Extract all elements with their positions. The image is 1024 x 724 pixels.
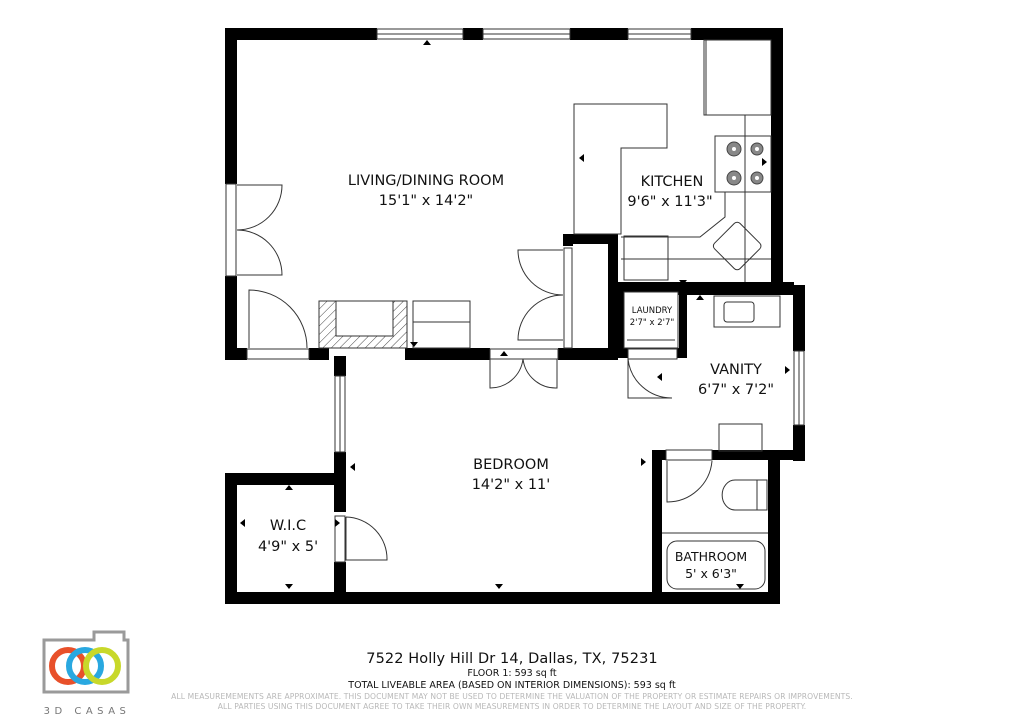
laundry-dims: 2'7" x 2'7" xyxy=(630,318,675,328)
doors xyxy=(225,183,713,563)
bathroom-dims: 5' x 6'3" xyxy=(685,566,737,581)
total-area: TOTAL LIVEABLE AREA (BASED ON INTERIOR D… xyxy=(348,680,676,691)
green-ring-icon xyxy=(83,647,121,685)
camera-frame-icon xyxy=(42,630,130,694)
floor-area: FLOOR 1: 593 sq ft xyxy=(467,668,557,679)
laundry-name: LAUNDRY xyxy=(632,306,673,316)
windows xyxy=(334,28,805,453)
disclaimer-line-2: ALL PARTIES USING THIS DOCUMENT AGREE TO… xyxy=(217,702,807,711)
property-address: 7522 Holly Hill Dr 14, Dallas, TX, 75231 xyxy=(366,651,658,667)
walls xyxy=(225,28,805,604)
blue-ring-icon xyxy=(66,647,104,685)
fixtures xyxy=(318,39,781,590)
bedroom-dims: 14'2" x 11' xyxy=(472,477,551,493)
wic-name: W.I.C xyxy=(270,518,306,534)
dimension-markers xyxy=(240,40,790,589)
room-labels: LIVING/DINING ROOM 15'1" x 14'2" KITCHEN… xyxy=(258,173,774,581)
logo-text: 3D CASAS xyxy=(43,706,131,717)
kitchen-name: KITCHEN xyxy=(641,174,704,190)
vanity-name: VANITY xyxy=(710,362,762,378)
kitchen-dims: 9'6" x 11'3" xyxy=(627,194,712,210)
living-room-name: LIVING/DINING ROOM xyxy=(348,173,504,189)
disclaimer-line-1: ALL MEASUREMEMENTS ARE APPROXIMATE. THIS… xyxy=(171,692,853,701)
3d-casas-logo xyxy=(42,630,130,694)
burner-centers xyxy=(732,147,759,180)
bathroom-name: BATHROOM xyxy=(675,549,747,564)
wic-dims: 4'9" x 5' xyxy=(258,539,318,555)
bedroom-name: BEDROOM xyxy=(473,457,549,473)
living-room-dims: 15'1" x 14'2" xyxy=(379,193,473,209)
vanity-dims: 6'7" x 7'2" xyxy=(698,382,774,398)
